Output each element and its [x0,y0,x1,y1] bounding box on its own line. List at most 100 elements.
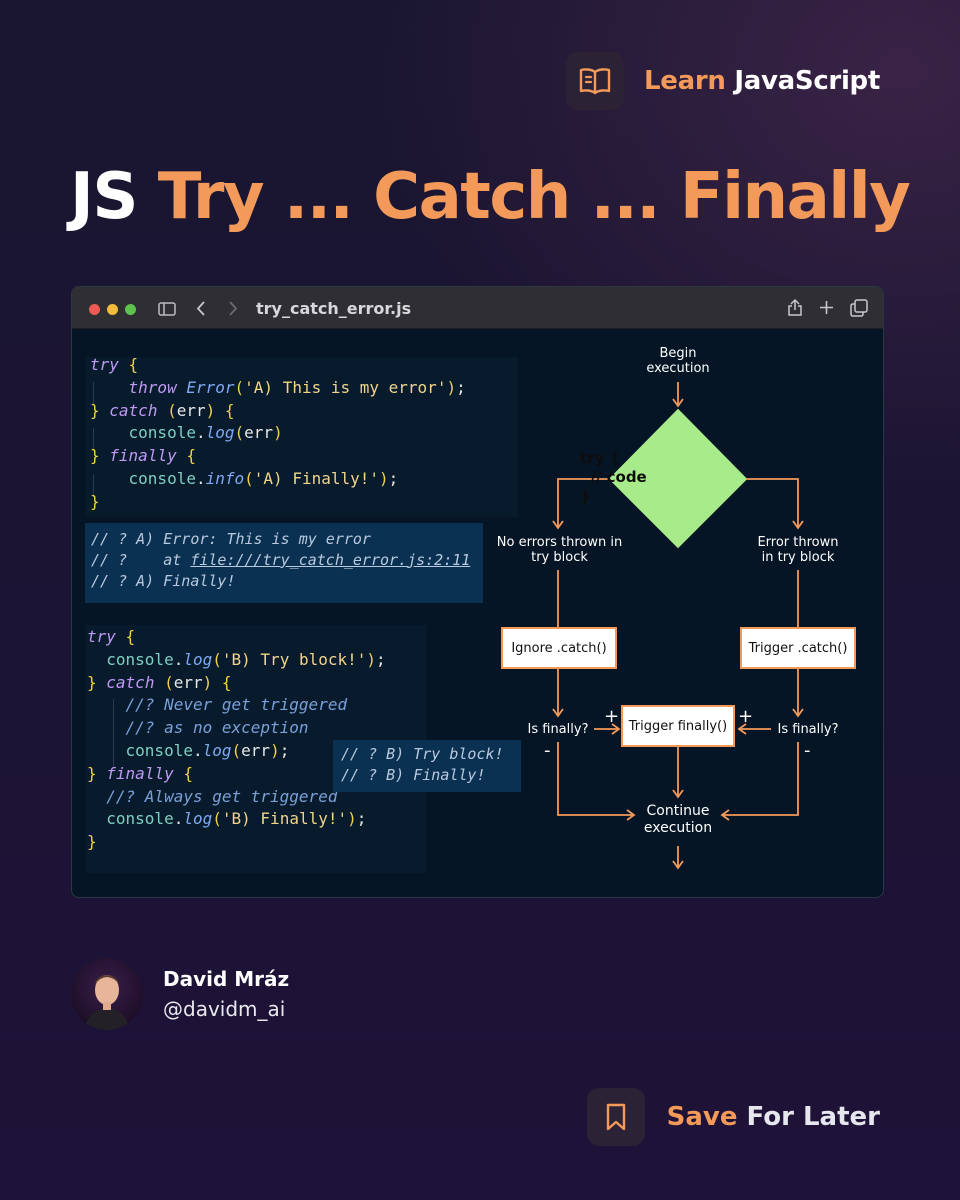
code-token: ( [244,468,254,488]
code-token: // ? B) Finally! [341,765,486,784]
plus-right: + [738,706,754,727]
minus-right: - [804,740,811,761]
code-token: ) [347,809,357,829]
code-token: . [173,649,184,669]
code-token: try [87,627,116,646]
code-token: { [125,627,136,646]
code-token: ) [202,672,213,692]
code-token: ; [388,468,399,488]
code-line: // ? B) Try block! [341,744,521,765]
save-label: Save For Later [667,1102,880,1132]
code-token: } [87,672,97,692]
minimize-dot[interactable] [107,304,118,315]
code-line: console.log(err); [87,740,386,763]
output-block-b: // ? B) Try block! // ? B) Finally! [333,740,521,792]
code-token: err [173,672,203,692]
code-line: console.log(err) [90,422,466,445]
code-token: // ? A) Error: This is my error [91,530,371,548]
diamond-label: try { // code } [580,449,647,505]
indent-guide [93,428,94,451]
code-token: 'A) This is my error' [244,377,447,397]
maximize-dot[interactable] [125,304,136,315]
author-handle[interactable]: @davidm_ai [163,997,286,1021]
is-finally-right: Is finally? [777,722,839,737]
code-token: } [90,446,100,466]
indent-guide [113,699,114,767]
code-token: { [224,400,235,420]
close-dot[interactable] [89,304,100,315]
page-title: JS Try ... Catch ... Finally [70,160,911,234]
code-line: // ? A) Error: This is my error [91,529,483,550]
code-token: //? as no exception [125,718,309,738]
minus-left: - [544,740,551,761]
author: David Mráz @davidm_ai [71,958,289,1030]
code-token: ( [234,423,245,443]
code-line: } [87,831,386,854]
arrow-error [746,478,804,530]
code-token: log [183,809,213,829]
code-token: // ? B) Try block! [341,745,504,763]
bookmark-icon[interactable] [586,1088,645,1146]
code-block-a: try { throw Error('A) This is my error')… [90,354,466,514]
code-token: try [90,355,119,374]
code-token: ( [164,672,174,692]
code-token: ( [167,400,177,420]
code-line: console.log('B) Finally!'); [87,808,386,831]
code-token: { [186,446,196,466]
code-token: { [221,672,232,692]
code-line: try { [90,354,466,377]
brand: Learn JavaScript [566,52,880,110]
code-token: ) [270,740,280,760]
back-icon[interactable] [196,301,206,320]
save-for-later-button[interactable]: Save For Later [586,1088,880,1146]
forward-icon[interactable] [228,301,238,320]
tabs-overview-icon[interactable] [850,299,868,321]
code-token: } [90,491,100,511]
code-token: catch [106,672,155,692]
avatar [71,958,143,1030]
title-rest: Try ... Catch ... Finally [157,160,911,234]
code-line: //? Always get triggered [87,786,386,809]
code-token: throw [128,377,177,397]
arrow-no-error [552,478,610,530]
code-token: { [183,763,193,783]
code-token: log [202,740,232,760]
code-token: console [128,468,196,488]
code-line: //? as no exception [87,717,386,740]
code-token: 'A) Finally!' [253,468,380,488]
code-token: log [183,649,213,669]
indent-guide [93,382,94,405]
code-line: // ? at file:///try_catch_error.js:2:11 [91,550,483,571]
window-titlebar: try_catch_error.js [72,287,883,329]
code-line: } catch (err) { [90,400,466,423]
code-token: console [106,809,174,829]
brand-suffix: JavaScript [734,66,880,96]
code-token: } [87,832,97,852]
ignore-catch-box: Ignore .catch() [501,627,617,669]
editor-window: try_catch_error.js try { throw Error('A)… [71,286,884,898]
share-icon[interactable] [787,298,803,321]
window-filename: try_catch_error.js [256,299,412,318]
code-token: ( [231,740,242,760]
save-suffix: For Later [746,1102,880,1132]
code-token: ; [456,377,466,397]
arrow-right-minus [720,742,799,821]
save-prefix: Save [666,1102,738,1132]
code-block-b: try { console.log('B) Try block!');} cat… [87,626,386,854]
is-finally-left: Is finally? [527,722,589,737]
code-token: ( [234,377,245,397]
code-token: . [173,809,184,829]
code-token: err [176,400,206,420]
code-token: 'B) Finally!' [221,809,348,829]
code-token: catch [109,400,158,420]
code-token: ; [376,649,386,669]
code-token: ) [379,468,389,488]
code-token: . [195,468,206,488]
code-token: info [205,468,245,488]
plus-left: + [604,706,620,727]
code-token: . [195,423,206,443]
new-tab-icon[interactable] [819,300,834,319]
sidebar-icon[interactable] [158,301,176,320]
